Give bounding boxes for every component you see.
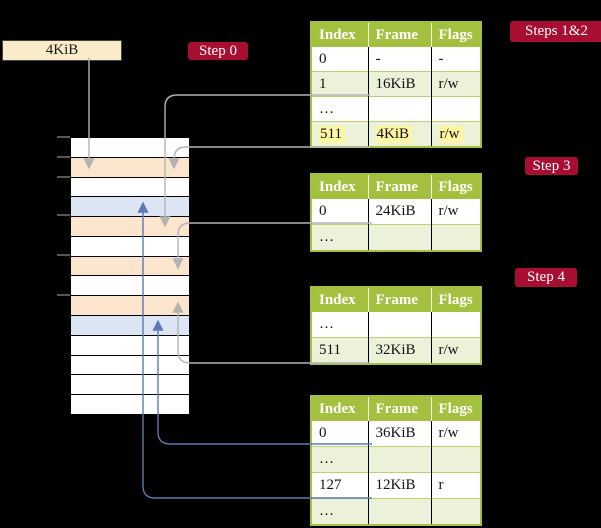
table-cell: 511 (311, 337, 368, 364)
arrow-pte511-4kib-to-frame (168, 146, 370, 170)
badge-step-3: Step 3 (525, 157, 578, 175)
table-cell: … (311, 96, 368, 122)
table-row: … (311, 312, 481, 338)
table-cell (430, 498, 481, 525)
table-cell (367, 312, 431, 338)
table-cell: … (311, 446, 368, 473)
table-cell (367, 96, 431, 122)
memory-frame-row-peach (71, 217, 189, 237)
table-row: 0 -- (311, 47, 481, 72)
table-cell (430, 224, 481, 251)
table-cell: … (311, 498, 368, 525)
table-cell: r (430, 472, 481, 499)
memory-frame-row-white (71, 276, 189, 297)
page-size-box: 4KiB (2, 40, 122, 61)
table-row: … (311, 224, 481, 251)
table-cell: 32KiB (367, 337, 431, 364)
column-header: Flags (430, 396, 481, 421)
table-cell: 1 (311, 71, 368, 97)
physical-memory-column (70, 137, 190, 415)
highlighted-value: 4KiB (375, 125, 413, 143)
page-size-label: 4KiB (45, 42, 79, 58)
column-header: Frame (367, 396, 431, 421)
column-header: Index (311, 396, 368, 421)
table-cell: 511 (311, 121, 368, 147)
memory-frame-row-peach (71, 157, 189, 178)
badge-steps-1-2: Steps 1&2 (510, 21, 601, 42)
table-cell: r/w (430, 71, 481, 97)
memory-frame-row-peach (71, 256, 189, 277)
table-cell: 24KiB (367, 199, 431, 225)
memory-frame-row-white (71, 395, 189, 414)
highlighted-value: 511 (319, 125, 345, 143)
badge-step-4: Step 4 (515, 268, 577, 287)
table-row: … (311, 498, 481, 525)
column-header: Index (311, 22, 368, 47)
table-cell: 0 (319, 203, 327, 219)
table-cell: … (319, 316, 334, 332)
table-row: 511 4KiB r/w (311, 121, 481, 147)
table-cell: r/w (430, 421, 481, 447)
table-cell: - (430, 47, 481, 72)
table-cell (367, 498, 431, 525)
table-cell: 0 (319, 50, 327, 67)
table-cell: 0 (319, 425, 327, 441)
table-cell (430, 96, 481, 122)
highlighted-value: r/w (438, 125, 463, 143)
table-cell: r/w (430, 337, 481, 364)
memory-tick-marks (57, 136, 70, 296)
table-cell: … (311, 224, 368, 251)
memory-frame-row-blue (71, 197, 189, 218)
column-header: Frame (367, 22, 431, 47)
memory-frame-row-blue (71, 316, 189, 336)
memory-frame-row-white (71, 236, 189, 257)
column-header: Index (311, 174, 368, 199)
table-cell: 36KiB (367, 421, 431, 447)
table-row: … (311, 96, 481, 122)
column-header: Flags (430, 287, 481, 312)
badge-step-0: Step 0 (188, 42, 248, 60)
table-cell: r/w (430, 121, 481, 147)
column-header: Frame (367, 287, 431, 312)
table-cell: 127 (311, 472, 368, 499)
memory-frame-row-white (71, 375, 189, 396)
table-cell (367, 446, 431, 473)
column-header: Frame (367, 174, 431, 199)
table-row: … (311, 446, 481, 473)
column-header: Flags (430, 22, 481, 47)
column-header: Index (311, 287, 368, 312)
memory-frame-row-peach (71, 296, 189, 317)
memory-frame-row-white (71, 177, 189, 198)
table-cell: r/w (430, 199, 481, 225)
memory-frame-row-white (71, 138, 189, 158)
memory-frame-row-white (71, 335, 189, 356)
table-cell (367, 224, 431, 251)
table-cell: 16KiB (367, 71, 431, 97)
memory-frame-row-white (71, 355, 189, 376)
table-cell: 4KiB (367, 121, 431, 147)
column-header: Flags (430, 174, 481, 199)
table-cell (430, 446, 481, 473)
table-cell (430, 312, 481, 338)
table-cell: - (367, 47, 431, 72)
table-cell: 12KiB (367, 472, 431, 499)
